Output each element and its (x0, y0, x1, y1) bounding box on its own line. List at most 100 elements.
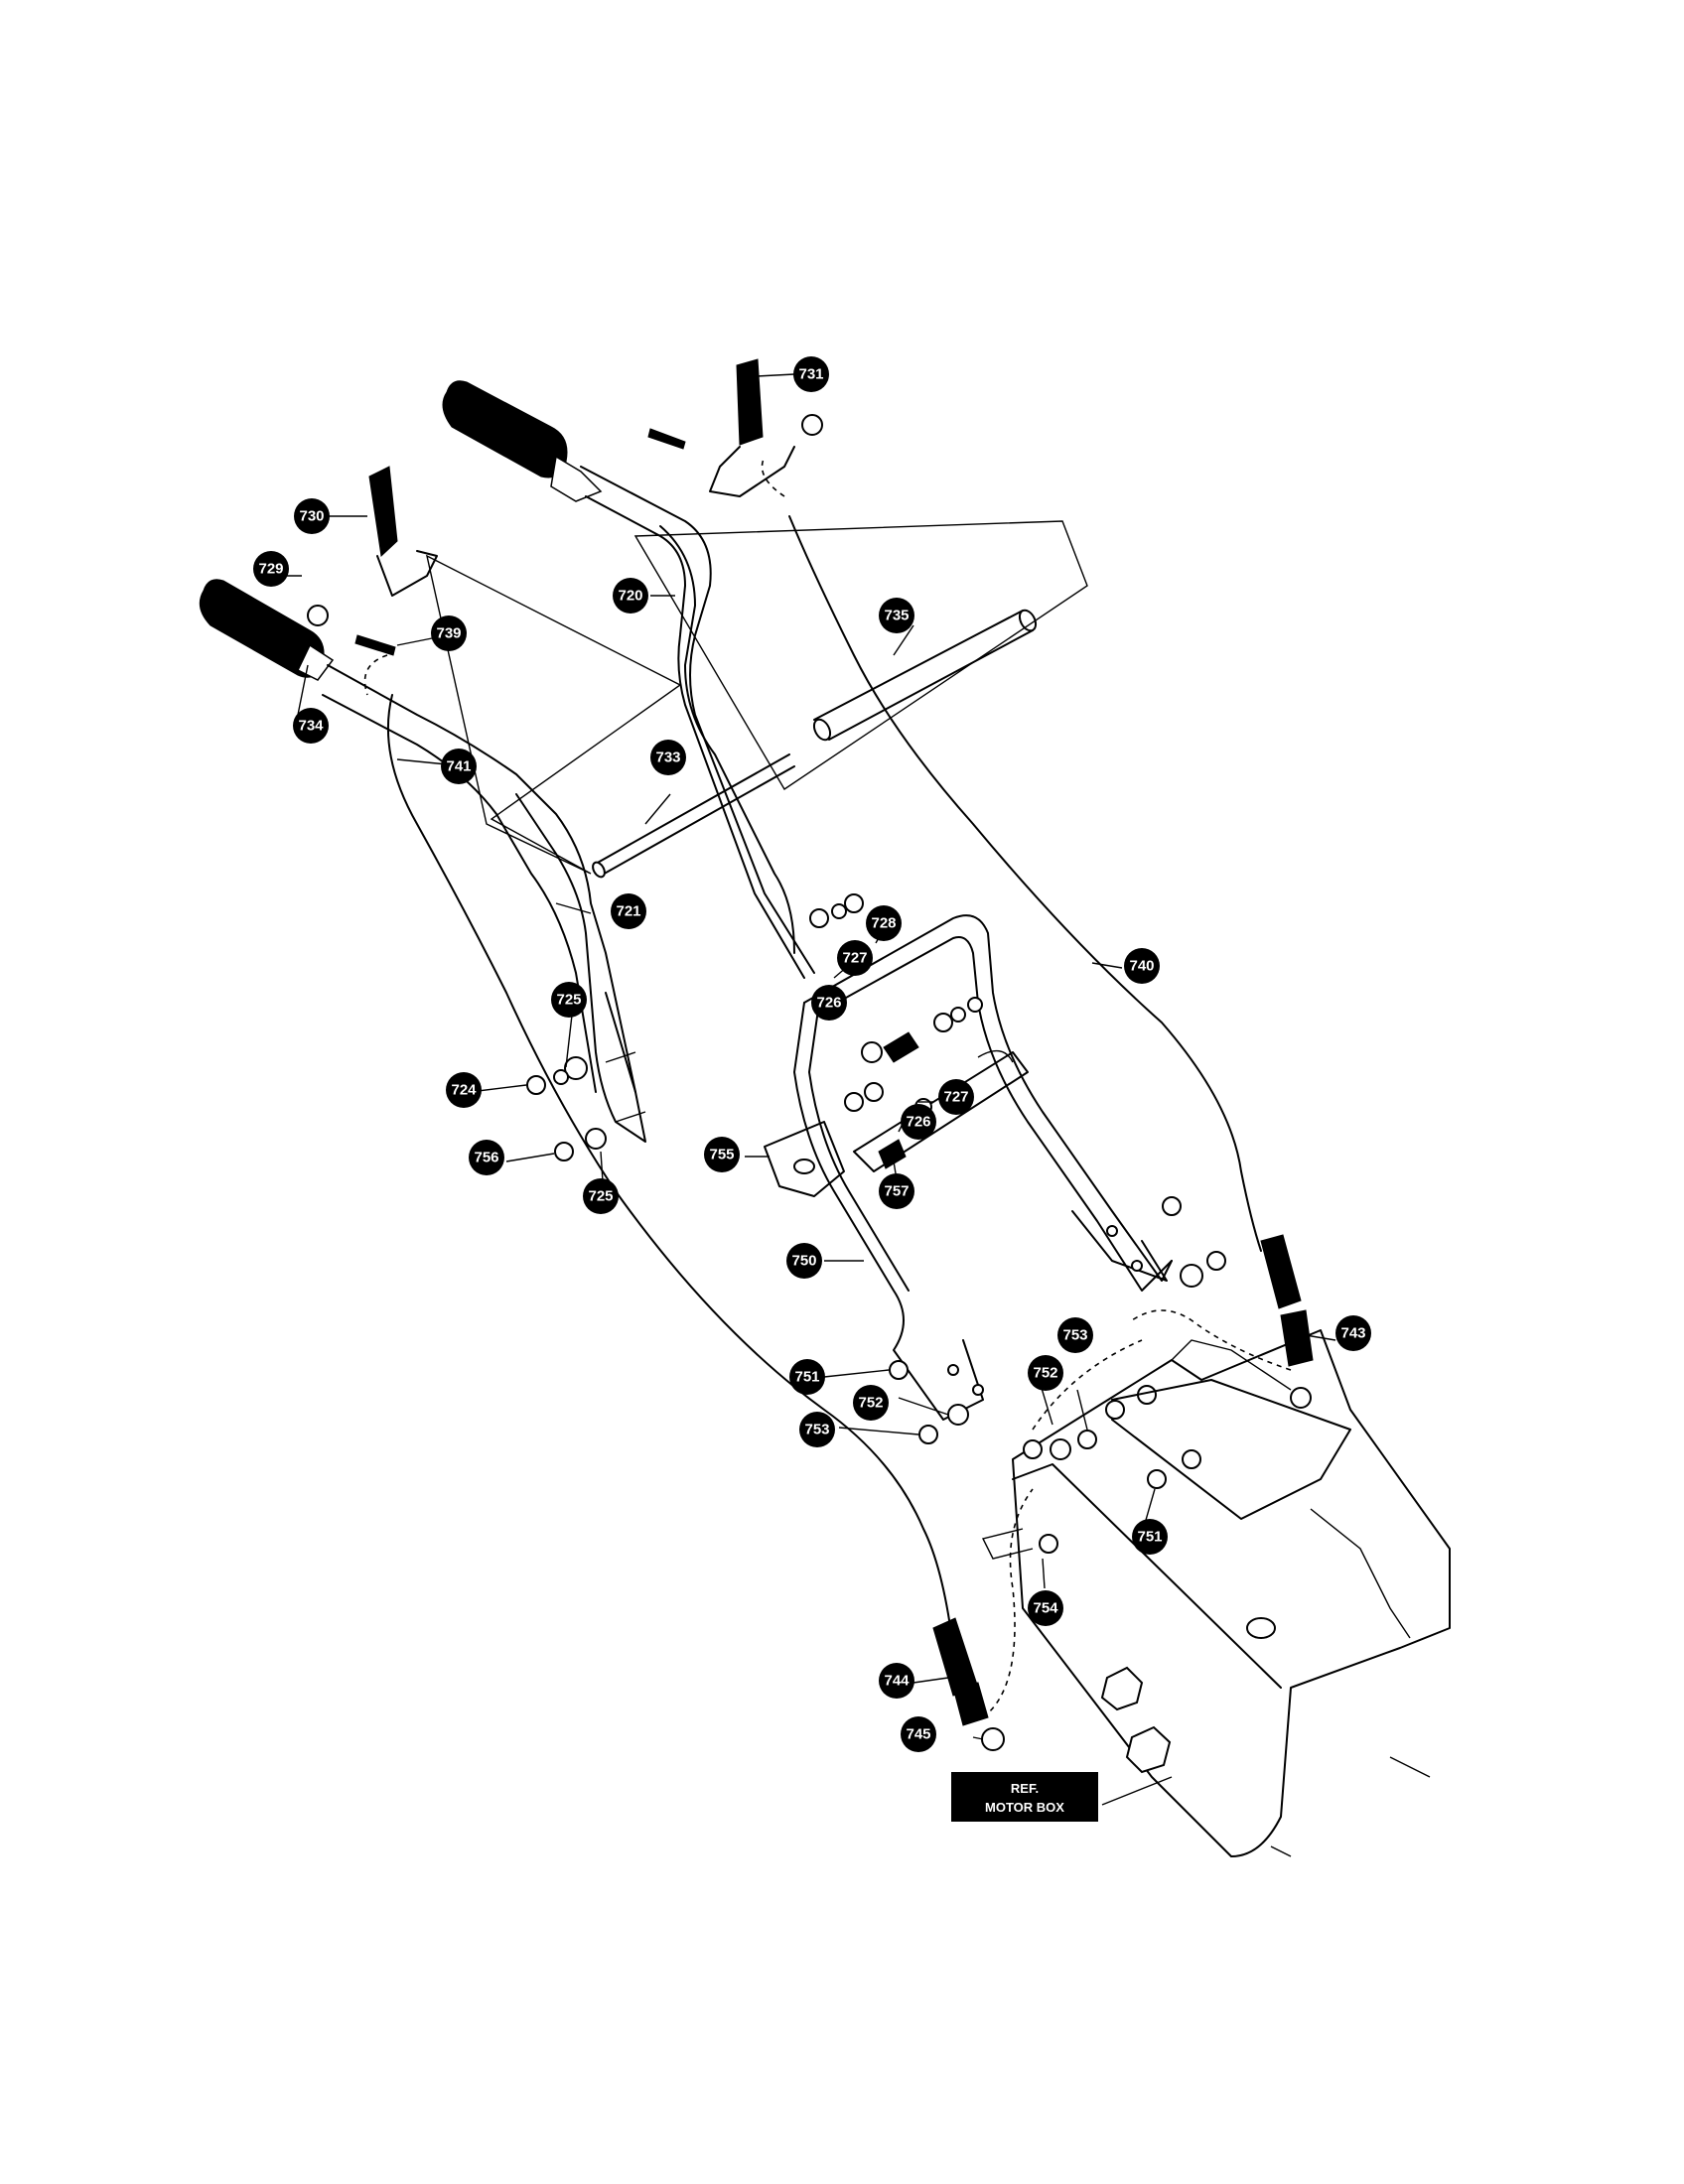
left-pins (605, 1051, 646, 1123)
washer-726a (861, 1041, 883, 1063)
bolt-751a (889, 1360, 909, 1380)
line-art (199, 358, 1451, 1857)
callout-740: 740 (1124, 948, 1160, 984)
pin-739 (354, 634, 396, 656)
bail-730 (368, 466, 438, 597)
callout-757: 757 (879, 1173, 914, 1209)
cable-741 (386, 694, 954, 1649)
cable-end-744b (952, 1682, 989, 1726)
nut-753a (918, 1425, 938, 1444)
callout-755: 755 (704, 1137, 740, 1172)
callout-label: 727 (842, 950, 867, 967)
washer-top2 (831, 903, 847, 919)
bolt-751c (1182, 1449, 1201, 1469)
bolt-756 (554, 1142, 574, 1161)
bail-731 (709, 358, 795, 497)
callout-752a: 752 (1028, 1355, 1063, 1391)
nut-743 (1290, 1387, 1312, 1409)
callout-720: 720 (613, 578, 648, 614)
washer-b (967, 997, 983, 1013)
cross-rod-735 (812, 609, 1038, 742)
callout-721: 721 (611, 893, 646, 929)
callout-756: 756 (469, 1140, 504, 1175)
washer-726b (844, 1092, 864, 1112)
cable-740-dash (761, 456, 785, 497)
pin-upper (647, 428, 686, 450)
callout-752b: 752 (853, 1385, 889, 1421)
callout-label: 756 (474, 1150, 498, 1166)
callout-735: 735 (879, 598, 914, 633)
callout-label: 753 (804, 1422, 829, 1438)
callout-label: 720 (618, 588, 642, 605)
callout-728: 728 (866, 905, 902, 941)
plate-755 (764, 1121, 845, 1197)
callout-label: 725 (588, 1188, 613, 1205)
spring-728 (883, 1031, 919, 1063)
callout-751b: 751 (1132, 1519, 1168, 1555)
callout-label: 731 (798, 366, 823, 383)
plane-733 (425, 554, 682, 875)
left-handle-tube (327, 664, 636, 1093)
callout-label: 733 (655, 750, 680, 766)
ref-motor-box-label: REF. MOTOR BOX (951, 1772, 1098, 1822)
cable-740 (788, 515, 1262, 1252)
left-handle-tube-back (322, 694, 597, 1093)
nut-731 (801, 414, 823, 436)
ref-label-line2: MOTOR BOX (985, 1800, 1064, 1815)
washer-752a (947, 1404, 969, 1426)
washer-mid1 (1105, 1400, 1125, 1420)
callout-731: 731 (793, 356, 829, 392)
callout-733: 733 (650, 740, 686, 775)
washer-725a-2 (553, 1069, 569, 1085)
callout-750: 750 (786, 1243, 822, 1279)
washer-725b (585, 1128, 607, 1150)
plane-735 (633, 520, 1088, 790)
cross-rod-733 (592, 753, 795, 879)
callout-label: 757 (884, 1183, 909, 1200)
motor-box (981, 1329, 1451, 1857)
bracket-750 (793, 914, 1173, 1421)
cable-end-743 (1260, 1234, 1302, 1309)
callout-label: 754 (1033, 1600, 1058, 1617)
callout-743: 743 (1335, 1315, 1371, 1351)
nut-727a (933, 1013, 953, 1032)
callout-label: 750 (791, 1253, 816, 1270)
callout-label: 730 (299, 508, 324, 525)
callout-label: 727 (943, 1089, 968, 1106)
nut-745 (981, 1727, 1005, 1751)
callout-739: 739 (431, 615, 467, 651)
callout-725a: 725 (551, 982, 587, 1018)
callout-label: 728 (871, 915, 896, 932)
callout-label: 755 (709, 1147, 734, 1163)
callout-label: 751 (1137, 1529, 1162, 1546)
callout-label: 739 (436, 625, 461, 642)
callout-744: 744 (879, 1663, 914, 1699)
right-grip (442, 380, 603, 502)
callout-730: 730 (294, 498, 330, 534)
callout-label: 752 (858, 1395, 883, 1412)
callout-label: 734 (298, 718, 324, 735)
bolt-757 (878, 1139, 907, 1169)
callout-734: 734 (293, 708, 329, 744)
nut-753b (1077, 1430, 1097, 1449)
washer-a (950, 1007, 966, 1023)
right-upper-handle (659, 525, 795, 954)
callout-label: 743 (1340, 1325, 1365, 1342)
callout-725b: 725 (583, 1178, 619, 1214)
callout-label: 740 (1129, 958, 1154, 975)
washer-right (1180, 1264, 1203, 1288)
right-handle-tube-back (585, 495, 805, 979)
callout-754: 754 (1028, 1590, 1063, 1626)
callout-724: 724 (446, 1072, 482, 1108)
cable-744-dash (982, 1488, 1034, 1718)
washer-top (809, 908, 829, 928)
callout-label: 744 (884, 1673, 910, 1690)
callout-leaders (268, 373, 1336, 1806)
callout-label: 753 (1062, 1327, 1087, 1344)
washer-725a (564, 1056, 588, 1080)
callout-label: 726 (816, 995, 841, 1012)
callout-label: 725 (556, 992, 581, 1009)
callout-label: 745 (906, 1726, 930, 1743)
shift-slot (977, 1049, 1014, 1063)
